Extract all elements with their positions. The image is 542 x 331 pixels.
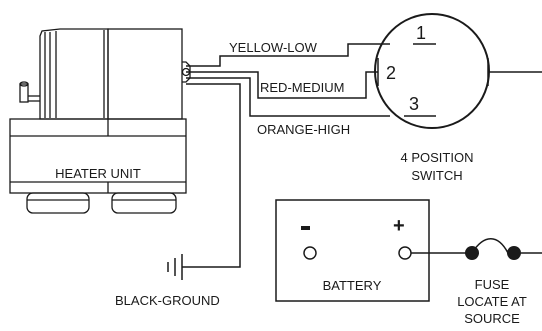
heater-nub [19, 81, 40, 103]
fuse-link-icon [471, 238, 509, 254]
wire-yellow-label: YELLOW-LOW [229, 40, 318, 55]
wire-orange [186, 77, 390, 117]
battery-box [275, 199, 430, 302]
wire-black [182, 83, 241, 268]
fuse-right-cap [507, 246, 521, 260]
ground-label: BLACK-GROUND [115, 293, 220, 308]
heater-feet [26, 192, 177, 214]
battery: + BATTERY [275, 199, 430, 302]
switch-position-1: 1 [416, 23, 426, 43]
wire-red [186, 71, 378, 99]
switch-terminals [377, 43, 542, 117]
switch-caption-line1: 4 POSITION [401, 150, 474, 165]
heater-motor [39, 28, 191, 120]
wire-orange-label: ORANGE-HIGH [257, 122, 350, 137]
heater-unit: HEATER UNIT [9, 28, 191, 214]
battery-negative-terminal [303, 246, 317, 260]
wire-yellow [186, 43, 390, 67]
fuse-label-line1: FUSE [475, 277, 510, 292]
switch-position-2: 2 [386, 63, 396, 83]
battery-positive-sign: + [393, 215, 405, 237]
heater-base [9, 118, 187, 194]
switch-position-3: 3 [409, 94, 419, 114]
switch-body [374, 13, 490, 129]
heater-unit-label: HEATER UNIT [55, 166, 141, 181]
switch: 1 2 3 4 POSITION SWITCH [374, 13, 542, 183]
battery-negative-sign-icon [301, 226, 310, 230]
wire-red-label: RED-MEDIUM [260, 80, 345, 95]
ground-symbol-icon [167, 254, 183, 280]
battery-label: BATTERY [323, 278, 382, 293]
fuse-label-line2: LOCATE AT [457, 294, 527, 309]
fuse-label-line3: SOURCE [464, 311, 520, 326]
switch-caption-line2: SWITCH [411, 168, 462, 183]
fuse: FUSE LOCATE AT SOURCE [411, 238, 542, 326]
battery-positive-terminal [398, 246, 412, 260]
